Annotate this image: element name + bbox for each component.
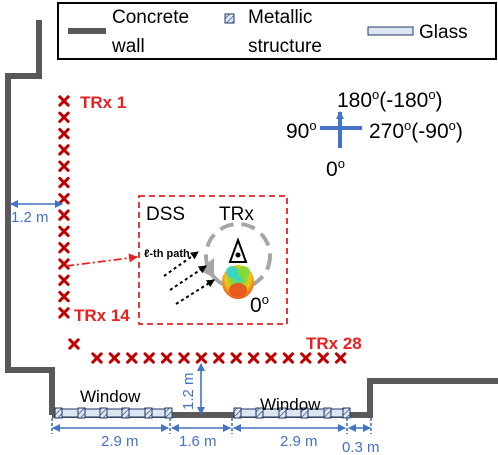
trx-marker <box>143 352 155 364</box>
dim-window2-label: 2.9 m <box>280 433 318 450</box>
metallic-frame-block <box>144 407 153 419</box>
trx-marker <box>247 352 260 364</box>
trx-marker <box>317 352 329 364</box>
legend-concrete-label-1: Concrete <box>112 7 189 28</box>
legend-metal-label-2: structure <box>248 36 322 57</box>
trx-marker <box>58 127 70 140</box>
dss-angle-label: 0o <box>250 292 269 317</box>
window-label-right: Window <box>260 395 321 414</box>
compass-label-right: 270o(-90o) <box>369 118 463 143</box>
trx-marker <box>58 209 70 221</box>
metallic-frame-block <box>121 407 130 419</box>
metallic-frame-block <box>255 407 264 419</box>
window-label-left: Window <box>80 387 141 406</box>
dim-left-gap-label: 1.2 m <box>11 209 49 226</box>
dim-vertical-gap-label: 1.2 m <box>180 372 197 410</box>
trx-marker <box>58 193 70 205</box>
trx-marker <box>282 352 295 364</box>
trx-marker <box>213 352 225 364</box>
legend-glass-label: Glass <box>419 22 468 43</box>
trx-marker <box>58 274 70 286</box>
legend-box <box>57 2 497 60</box>
trx-marker <box>58 111 70 123</box>
metallic-frames <box>54 407 351 419</box>
trx-marker <box>58 307 70 319</box>
trx-marker <box>108 352 121 364</box>
metallic-frame-block <box>300 407 309 419</box>
metallic-structure-symbol <box>224 13 235 24</box>
compass-label-bottom: 0o <box>326 156 345 181</box>
antenna-dot <box>235 252 241 258</box>
metallic-frame-block <box>342 407 351 419</box>
metallic-frame-block <box>54 407 63 419</box>
trx-marker <box>68 338 80 350</box>
beam-pattern <box>222 265 254 299</box>
dim-window1-label: 2.9 m <box>101 433 139 450</box>
dss-trx-label: TRx <box>219 204 254 225</box>
trx-marker <box>58 290 70 303</box>
metallic-frame-block <box>233 407 242 419</box>
metallic-frame-block <box>99 407 108 419</box>
legend: Concrete wall Metallic structure Glass <box>57 2 497 60</box>
path-label: ℓ-th path <box>144 248 190 260</box>
glass-symbol <box>367 26 414 36</box>
dss-boundary <box>138 195 288 325</box>
metallic-frame-block <box>278 407 287 419</box>
bottom-wall <box>52 378 498 418</box>
trx-marker <box>58 225 70 238</box>
metallic-frame-block <box>77 407 86 419</box>
path-pointer-arrow <box>65 253 138 267</box>
left-wall <box>5 20 55 415</box>
trx-marker <box>300 352 312 364</box>
dss-box: DSS TRx ℓ-th path 0o <box>138 195 288 325</box>
trx-markers <box>58 95 347 364</box>
trx-marker <box>58 160 70 172</box>
trx-marker <box>195 352 208 364</box>
dimension-lines <box>10 200 372 434</box>
compass-label-left: 90o <box>286 118 317 143</box>
trx-marker <box>126 352 138 364</box>
dim-right-label: 0.3 m <box>342 439 380 455</box>
legend-metal-label-1: Metallic <box>248 7 312 28</box>
legend-concrete-label-2: wall <box>111 36 145 57</box>
trx-marker <box>58 144 70 156</box>
trx-marker <box>334 352 347 364</box>
trx-marker <box>178 352 190 364</box>
dss-label: DSS <box>146 204 185 225</box>
trx-marker <box>58 176 70 189</box>
trx-marker <box>58 258 70 270</box>
dim-middle-label: 1.6 m <box>179 433 217 450</box>
trx-marker <box>230 352 242 364</box>
metallic-frame-block <box>323 407 332 419</box>
antenna-icon <box>228 237 248 263</box>
trx1-label: TRx 1 <box>80 93 126 112</box>
window-glass-left <box>54 408 171 418</box>
trx-marker <box>265 352 277 364</box>
compass-label-top: 180o(-180o) <box>337 87 443 112</box>
trx-marker <box>91 352 103 364</box>
trx-marker <box>58 242 70 254</box>
trx28-label: TRx 28 <box>306 334 362 353</box>
multipath-arrows <box>163 251 215 305</box>
concrete-walls <box>5 20 498 418</box>
trx-marker <box>160 352 173 364</box>
metallic-frame-block <box>164 407 173 419</box>
compass: 180o(-180o) 90o 270o(-90o) 0o <box>286 87 463 181</box>
trx14-label: TRx 14 <box>74 306 130 325</box>
trx-marker <box>58 95 70 107</box>
